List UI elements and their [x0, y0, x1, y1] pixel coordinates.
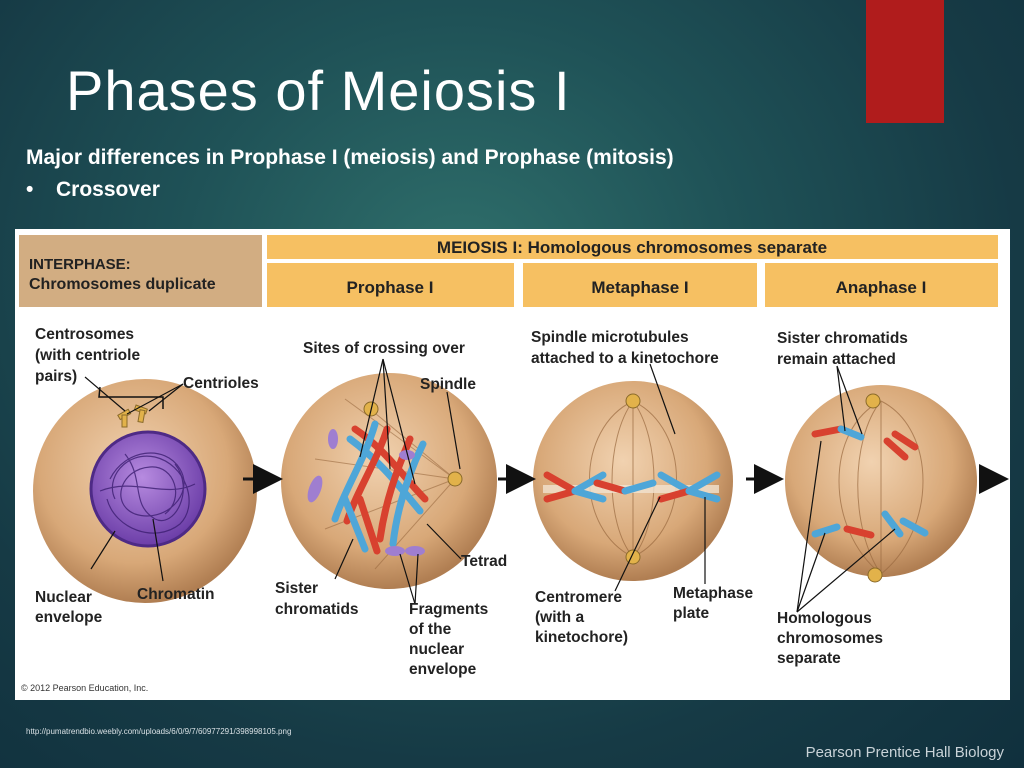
- source-url[interactable]: http://pumatrendbio.weebly.com/uploads/6…: [26, 727, 292, 736]
- label-sister-remain: Sister chromatids remain attached: [777, 330, 912, 368]
- metaphase-header: Metaphase I: [591, 278, 688, 297]
- label-homologous: Homologous chromosomes separate: [777, 610, 887, 667]
- footer-text: Pearson Prentice Hall Biology: [805, 744, 1004, 761]
- slide-title: Phases of Meiosis I: [66, 59, 571, 122]
- meiosis-header-box: [267, 235, 998, 259]
- copyright: © 2012 Pearson Education, Inc.: [21, 683, 148, 693]
- chromatin-strands: [99, 452, 196, 534]
- interphase-header-box: [19, 235, 262, 307]
- label-tetrad: Tetrad: [461, 553, 507, 570]
- prophase-chromosomes: [331, 420, 429, 555]
- bullet-marker: •: [26, 178, 34, 201]
- anaphase-header-box: [765, 263, 998, 307]
- anaphase-spindle: [838, 400, 924, 575]
- label-sites-crossing: Sites of crossing over: [303, 340, 465, 357]
- bullet-item: • Crossover: [26, 178, 160, 202]
- label-metaphase-plate: Metaphase plate: [673, 585, 757, 622]
- metaphase-header-box: [523, 263, 757, 307]
- label-centrosomes: Centrosomes (with centriole pairs): [35, 326, 144, 385]
- label-leaders: [84, 358, 896, 613]
- label-spindle-microtubules: Spindle microtubules attached to a kinet…: [531, 329, 719, 367]
- interphase-header-line1: INTERPHASE:: [29, 256, 131, 273]
- prophase-header-box: [267, 263, 514, 307]
- accent-tab: [866, 0, 944, 123]
- anaphase-header: Anaphase I: [836, 278, 927, 297]
- prophase-header: Prophase I: [347, 278, 434, 297]
- slide-subtitle: Major differences in Prophase I (meiosis…: [26, 146, 674, 169]
- label-chromatin: Chromatin: [137, 586, 215, 603]
- metaphase-chromosomes: [543, 471, 721, 503]
- meiosis-figure: INTERPHASE: Chromosomes duplicate MEIOSI…: [15, 229, 1010, 700]
- centrosome-pair: [117, 404, 148, 428]
- nucleus: [89, 430, 207, 548]
- meiosis-header: MEIOSIS I: Homologous chromosomes separa…: [437, 238, 827, 257]
- meiosis-diagram: INTERPHASE: Chromosomes duplicate MEIOSI…: [19, 235, 1009, 693]
- label-fragments: Fragments of the nuclear envelope: [409, 601, 493, 678]
- interphase-header-line2: Chromosomes duplicate: [29, 276, 216, 293]
- label-sister-chromatids: Sister chromatids: [275, 580, 359, 618]
- label-centromere: Centromere (with a kinetochore): [535, 589, 628, 646]
- anaphase-centrosomes: [865, 393, 883, 583]
- label-centrioles: Centrioles: [183, 375, 259, 392]
- metaphase-spindle: [589, 400, 677, 558]
- bullet-text: Crossover: [56, 178, 160, 201]
- label-nuclear-envelope: Nuclear envelope: [35, 589, 103, 626]
- anaphase-chromosomes: [811, 425, 929, 539]
- prophase-cell: [281, 373, 497, 589]
- label-spindle: Spindle: [420, 376, 476, 393]
